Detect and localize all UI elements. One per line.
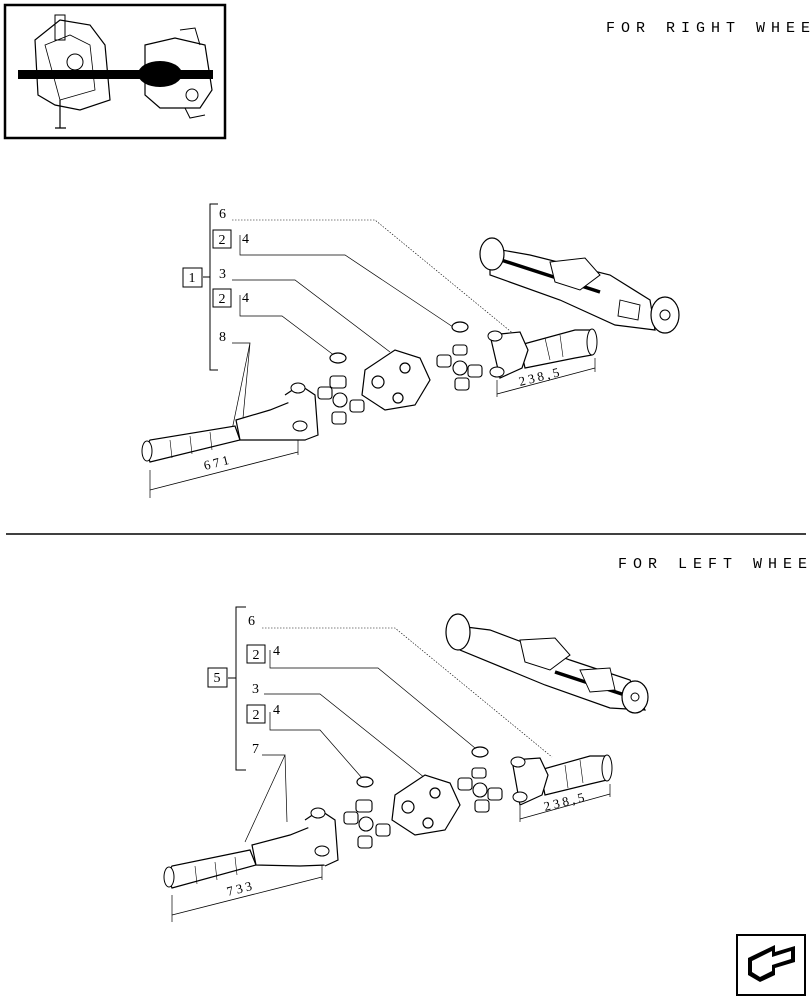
left-group-ref: 5 xyxy=(214,671,221,686)
right-boxed-ref-b: 2 xyxy=(212,288,232,308)
left-center-coupling xyxy=(391,774,461,836)
right-group-ref: 1 xyxy=(189,271,196,286)
svg-text:671: 671 xyxy=(202,451,233,472)
right-long-shaft xyxy=(141,382,319,463)
next-page-arrow-icon[interactable] xyxy=(736,934,806,996)
left-callout-6: 6 xyxy=(248,614,255,629)
left-callout-7: 7 xyxy=(252,742,259,757)
right-universal-joint-a xyxy=(436,344,483,391)
left-universal-joint-b xyxy=(343,799,391,849)
right-dimension-671: 671 xyxy=(149,440,299,498)
right-center-coupling xyxy=(361,349,431,411)
left-universal-joint-a xyxy=(457,767,503,813)
axle-overview-thumbnail[interactable] xyxy=(3,3,227,140)
svg-text:2: 2 xyxy=(253,648,260,663)
right-wheel-assembly: 1 2 2 6 4 3 4 8 xyxy=(141,203,680,498)
left-boxed-ref-b: 2 xyxy=(246,704,266,724)
left-wheel-heading: FOR LEFT WHEEL xyxy=(618,556,812,573)
left-wheel-assembly: 5 2 2 6 4 3 4 7 xyxy=(163,606,649,922)
left-boxed-ref-a: 2 xyxy=(246,644,266,664)
left-callout-4b: 4 xyxy=(273,703,280,718)
left-axle-housing xyxy=(445,613,649,714)
right-callout-3: 3 xyxy=(219,267,226,282)
left-long-shaft xyxy=(163,807,339,889)
right-boxed-ref-a: 2 xyxy=(212,229,232,249)
right-callout-6: 6 xyxy=(219,207,226,222)
svg-text:2: 2 xyxy=(219,292,226,307)
right-callout-8: 8 xyxy=(219,330,226,345)
svg-text:2: 2 xyxy=(219,233,226,248)
left-callout-4a: 4 xyxy=(273,644,280,659)
svg-text:238,5: 238,5 xyxy=(517,364,564,389)
left-callout-3: 3 xyxy=(252,682,259,697)
left-short-shaft xyxy=(510,754,613,806)
right-axle-housing xyxy=(479,237,680,334)
left-group-ref-box: 5 xyxy=(207,667,228,688)
right-universal-joint-b xyxy=(317,375,365,425)
right-callout-4b: 4 xyxy=(242,291,249,306)
svg-text:2: 2 xyxy=(253,708,260,723)
right-callout-4a: 4 xyxy=(242,232,249,247)
svg-text:733: 733 xyxy=(225,877,256,898)
right-short-shaft xyxy=(487,328,598,379)
left-dimension-733: 733 xyxy=(171,865,323,922)
right-group-ref-box: 1 xyxy=(182,267,203,288)
right-wheel-heading: FOR RIGHT WHEEL xyxy=(606,20,812,37)
